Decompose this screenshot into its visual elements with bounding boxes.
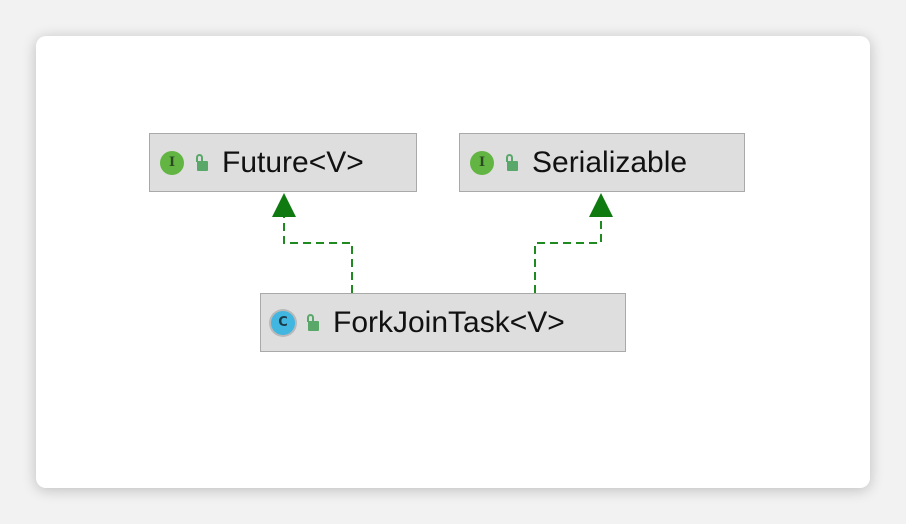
abstract-class-icon: C <box>271 310 295 335</box>
interface-icon: I <box>160 150 184 175</box>
node-serializable[interactable]: I Serializable <box>459 133 745 192</box>
public-lock-icon <box>502 153 518 172</box>
node-forkjointask[interactable]: C ForkJoinTask<V> <box>260 293 626 352</box>
public-lock-icon <box>303 313 319 332</box>
interface-icon: I <box>470 150 494 175</box>
node-future[interactable]: I Future<V> <box>149 133 417 192</box>
node-label: Future<V> <box>222 145 364 179</box>
node-label: ForkJoinTask<V> <box>333 305 565 339</box>
public-lock-icon <box>192 153 208 172</box>
node-label: Serializable <box>532 145 688 179</box>
diagram-canvas <box>36 36 870 488</box>
